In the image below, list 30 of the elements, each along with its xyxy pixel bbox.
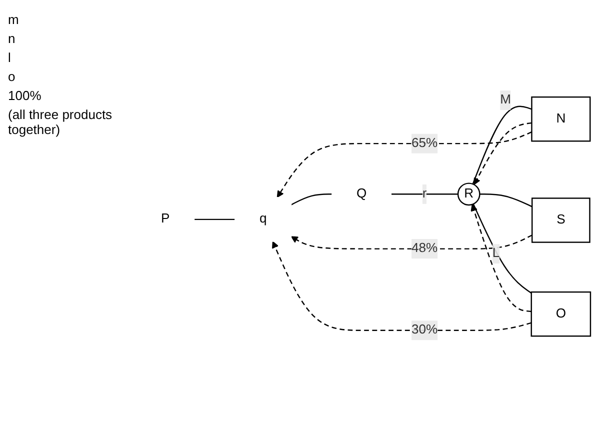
note-label: o bbox=[8, 69, 16, 84]
connector bbox=[472, 204, 532, 294]
note-label: 100% bbox=[8, 88, 42, 103]
arrow bbox=[474, 122, 532, 186]
note-label: n bbox=[8, 31, 16, 46]
arrow bbox=[290, 234, 532, 250]
node-box: S bbox=[531, 198, 590, 244]
node-circle: R bbox=[457, 182, 480, 206]
node-text: Q bbox=[356, 186, 367, 201]
note-label: (all three products together) bbox=[8, 107, 114, 137]
edge-label: r bbox=[422, 186, 427, 201]
connector bbox=[194, 218, 235, 220]
edge-label: 65% bbox=[411, 136, 438, 150]
connector bbox=[290, 194, 332, 206]
arrow bbox=[470, 204, 532, 312]
connector bbox=[480, 194, 532, 208]
node-text: q bbox=[259, 212, 267, 226]
note-label: l bbox=[8, 50, 12, 65]
edge-label: 48% bbox=[411, 242, 438, 256]
node-box: O bbox=[530, 292, 592, 337]
edge-label: 30% bbox=[411, 323, 438, 338]
edge-label: L bbox=[492, 246, 500, 261]
arrow bbox=[276, 132, 532, 198]
node-text: P bbox=[161, 212, 170, 226]
note-label: m bbox=[8, 12, 20, 27]
connector bbox=[391, 194, 458, 195]
edge-label: M bbox=[500, 93, 511, 107]
node-box: N bbox=[531, 96, 591, 142]
arrow bbox=[272, 241, 532, 332]
connector bbox=[472, 106, 532, 184]
